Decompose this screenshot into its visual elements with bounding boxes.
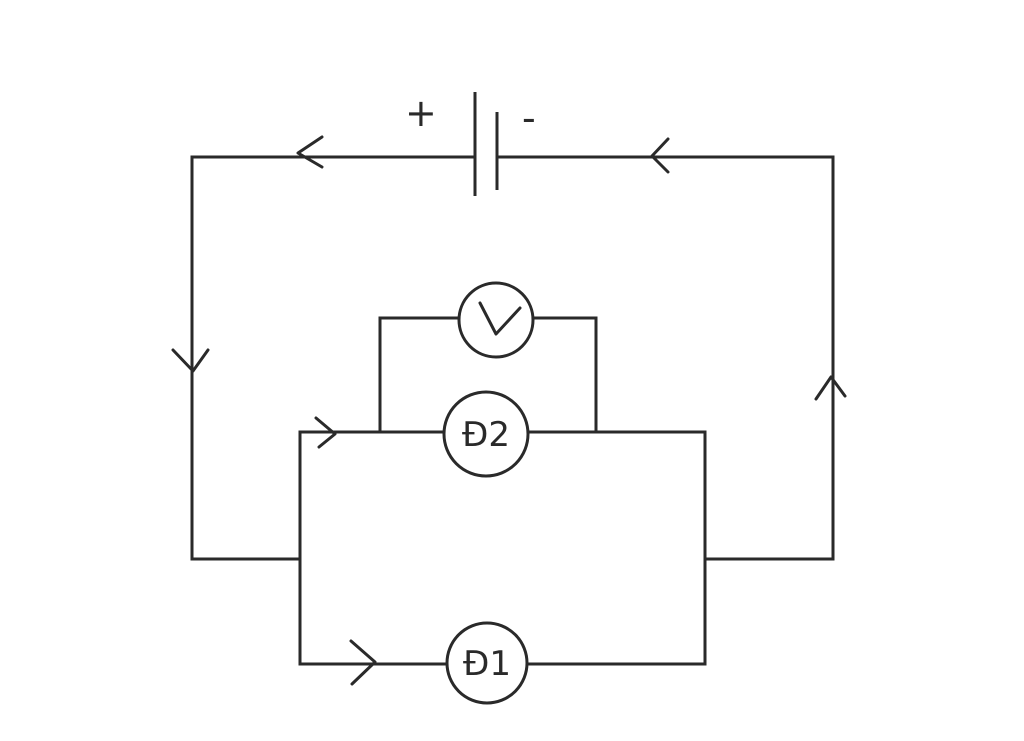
battery-positive-sign: + — [405, 91, 437, 135]
lamp-d1-label: Đ1 — [463, 644, 511, 684]
voltmeter-loop-wires — [378, 316, 598, 434]
battery: + - — [405, 91, 536, 196]
lamp-d1: Đ1 — [445, 621, 529, 705]
outer-loop-wires — [190, 155, 835, 561]
lamp-d1-ring — [445, 621, 529, 705]
voltmeter-ring — [457, 281, 535, 359]
arrow-left-down-icon — [171, 348, 210, 373]
current-arrows — [171, 135, 847, 686]
arrow-top-right-icon — [650, 137, 670, 174]
voltmeter-symbol — [478, 301, 522, 336]
lamp-d2-ring — [442, 390, 530, 478]
arrow-top-left-icon — [296, 135, 324, 169]
voltmeter: V — [457, 281, 535, 359]
lamp-d2-label: Đ2 — [462, 415, 510, 455]
battery-negative-sign: - — [522, 96, 536, 140]
arrow-right-up-icon — [814, 375, 847, 401]
arrow-d2-branch-icon — [314, 416, 337, 449]
lamp-d2: Đ2 — [442, 390, 530, 478]
arrow-d1-branch-icon — [349, 639, 377, 686]
